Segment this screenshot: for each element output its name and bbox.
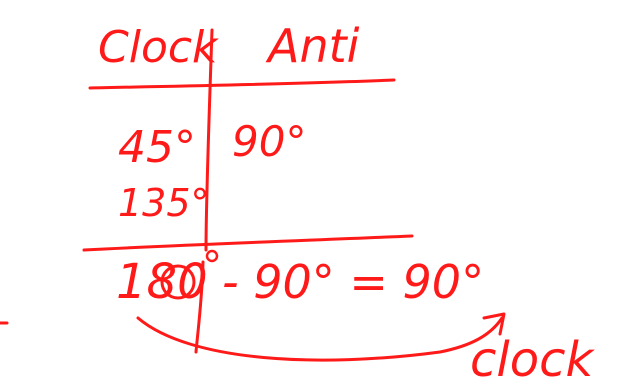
header-clock: Clock	[98, 22, 219, 73]
divider-dot	[205, 249, 219, 263]
arrow-label-clock: clock	[470, 332, 595, 388]
result-expression: - 90° = 90°	[222, 255, 484, 309]
anti-value-1: 90°	[232, 117, 306, 166]
header-underline	[88, 78, 396, 90]
arrow-head	[482, 312, 506, 336]
clock-value-2: 135°	[118, 181, 210, 225]
clock-value-1: 45°	[118, 122, 196, 173]
header-anti: Anti	[265, 19, 360, 73]
curved-arrow	[136, 316, 504, 362]
sum-line	[82, 234, 414, 252]
digit-circle	[160, 264, 196, 300]
